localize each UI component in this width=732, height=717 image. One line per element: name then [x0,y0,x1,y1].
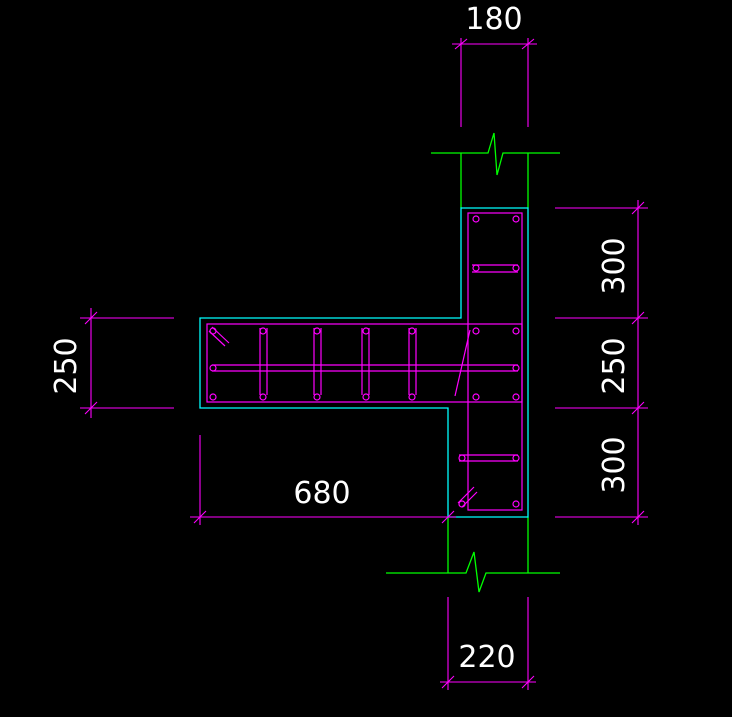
rebar-dot [512,454,520,462]
horizontal-ties [212,264,518,462]
rebar-dot [209,364,217,372]
rebar-dot [472,327,480,335]
splice-diagonal [454,329,471,397]
rebar-dot [408,327,416,335]
rebar-dot [512,364,520,372]
dimension-lines [80,38,648,690]
rebar-dot [458,454,466,462]
rebar-dot [259,393,267,401]
rebar-dot [512,327,520,335]
rebar-dot [209,327,217,335]
wall-outline [199,207,529,518]
rebar-dot [313,327,321,335]
rebar-dot [362,393,370,401]
dim-upper-segment: 300 [597,237,632,294]
stirrup-ties [259,328,417,395]
rebar-dot [512,393,520,401]
rebar-dot [472,393,480,401]
wall-break-lines [386,132,560,593]
rebar-dot [313,393,321,401]
dim-flange-length: 680 [293,476,350,511]
rebar-dot [472,215,480,223]
dim-middle-segment: 250 [597,337,632,394]
dim-top-wall-width: 180 [465,2,522,37]
rebar-dot [408,393,416,401]
rebar-dot [458,500,466,508]
dim-bottom-wall-width: 220 [458,640,515,675]
reinforcement [206,212,523,511]
top-break-line [431,132,560,176]
rebar-dot [512,500,520,508]
rebar-dot [512,264,520,272]
dim-lower-segment: 300 [597,436,632,493]
rebar-dot [512,215,520,223]
dim-web-thickness: 250 [49,337,84,394]
rebar-dot [362,327,370,335]
bottom-break-line [386,551,560,593]
flange-stirrup [206,323,523,403]
rebar-dot [472,264,480,272]
rebar-bars [209,215,520,508]
rebar-dot [259,327,267,335]
rebar-dot [209,393,217,401]
